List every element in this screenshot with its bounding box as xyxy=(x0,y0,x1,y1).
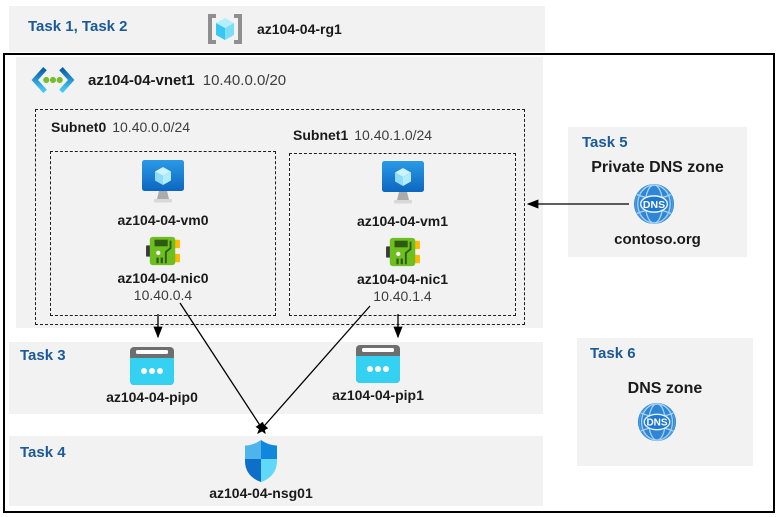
resource-group-label: az104-04-rg1 xyxy=(257,21,342,37)
task1-2-heading: Task 1, Task 2 xyxy=(28,18,128,35)
pip0-label: az104-04-pip0 xyxy=(106,389,198,405)
virtual-network-icon xyxy=(31,67,75,93)
nic1-label: az104-04-nic1 xyxy=(356,271,449,287)
vnet-name: az104-04-vnet1 xyxy=(88,71,195,89)
pip1-icon xyxy=(356,345,400,383)
task3-band: Task 3 az104-04-pip0 xyxy=(9,342,543,414)
pip0-icon xyxy=(130,347,174,385)
private-dns-zone-title: Private DNS zone xyxy=(591,159,724,176)
task3-heading: Task 3 xyxy=(20,347,66,364)
subnet0-title: Subnet0 10.40.0.0/24 xyxy=(51,119,190,135)
dns-zone-title: DNS zone xyxy=(627,380,703,397)
resource-group-icon xyxy=(208,14,242,44)
pip1-label: az104-04-pip1 xyxy=(332,387,424,403)
dns-zone-icon: DNS xyxy=(637,402,677,442)
vnet-title: az104-04-vnet1 10.40.0.0/20 xyxy=(30,66,286,94)
nic0-icon xyxy=(146,236,180,266)
nsg-label: az104-04-nsg01 xyxy=(209,485,313,501)
task6-box: Task 6 DNS zone DNS xyxy=(577,338,753,466)
vm1-icon xyxy=(381,161,424,204)
pip1-stack: az104-04-pip1 xyxy=(309,344,447,403)
task5-box: Task 5 Private DNS zone DNS contoso.org xyxy=(568,127,747,257)
subnet1-name: Subnet1 xyxy=(293,127,349,143)
vnet-cidr: 10.40.0.0/20 xyxy=(202,71,287,89)
subnet1-cidr: 10.40.1.0/24 xyxy=(354,127,433,143)
nic0-ip: 10.40.0.4 xyxy=(133,287,193,303)
vnet-area: az104-04-vnet1 10.40.0.0/20 Subnet0 10.4… xyxy=(16,57,543,328)
subnet0-cidr: 10.40.0.0/24 xyxy=(112,119,191,135)
nic1-icon xyxy=(385,237,420,267)
subnet1-box: az104-04-vm1 az104-04-nic1 10.40.1.4 xyxy=(289,153,516,316)
vm1-stack: az104-04-vm1 az104-04-nic1 10.40.1.4 xyxy=(290,154,515,304)
task4-heading: Task 4 xyxy=(20,444,66,461)
vm1-label: az104-04-vm1 xyxy=(356,213,449,229)
pip0-stack: az104-04-pip0 xyxy=(83,346,221,405)
subnet0-name: Subnet0 xyxy=(51,119,107,135)
dns-zone-icon-text: DNS xyxy=(646,418,667,429)
vm0-icon xyxy=(142,160,184,203)
subnet-group-box: Subnet0 10.40.0.0/24 Subnet1 10.40.1.0/2… xyxy=(35,109,525,325)
resource-group-boundary xyxy=(3,53,775,513)
task6-heading: Task 6 xyxy=(590,345,636,362)
nsg-stack: az104-04-nsg01 xyxy=(192,439,330,501)
task5-heading: Task 5 xyxy=(582,134,628,151)
subnet0-box: az104-04-vm0 az104-04-nic0 10.40.0.4 xyxy=(50,151,276,316)
nic0-label: az104-04-nic0 xyxy=(117,270,209,286)
vm0-stack: az104-04-vm0 az104-04-nic0 10.40.0.4 xyxy=(51,152,275,303)
private-dns-icon: DNS xyxy=(633,183,675,225)
task1-2-band: Task 1, Task 2 az104-04-rg1 xyxy=(9,6,545,52)
private-dns-zone-name: contoso.org xyxy=(614,231,701,248)
task4-band: Task 4 az104-04-nsg01 xyxy=(9,436,543,506)
nic1-ip: 10.40.1.4 xyxy=(373,288,432,304)
subnet1-title: Subnet1 10.40.1.0/24 xyxy=(293,127,432,143)
nsg-shield-icon xyxy=(245,440,277,482)
private-dns-icon-text: DNS xyxy=(643,199,665,211)
vm0-label: az104-04-vm0 xyxy=(117,212,209,228)
